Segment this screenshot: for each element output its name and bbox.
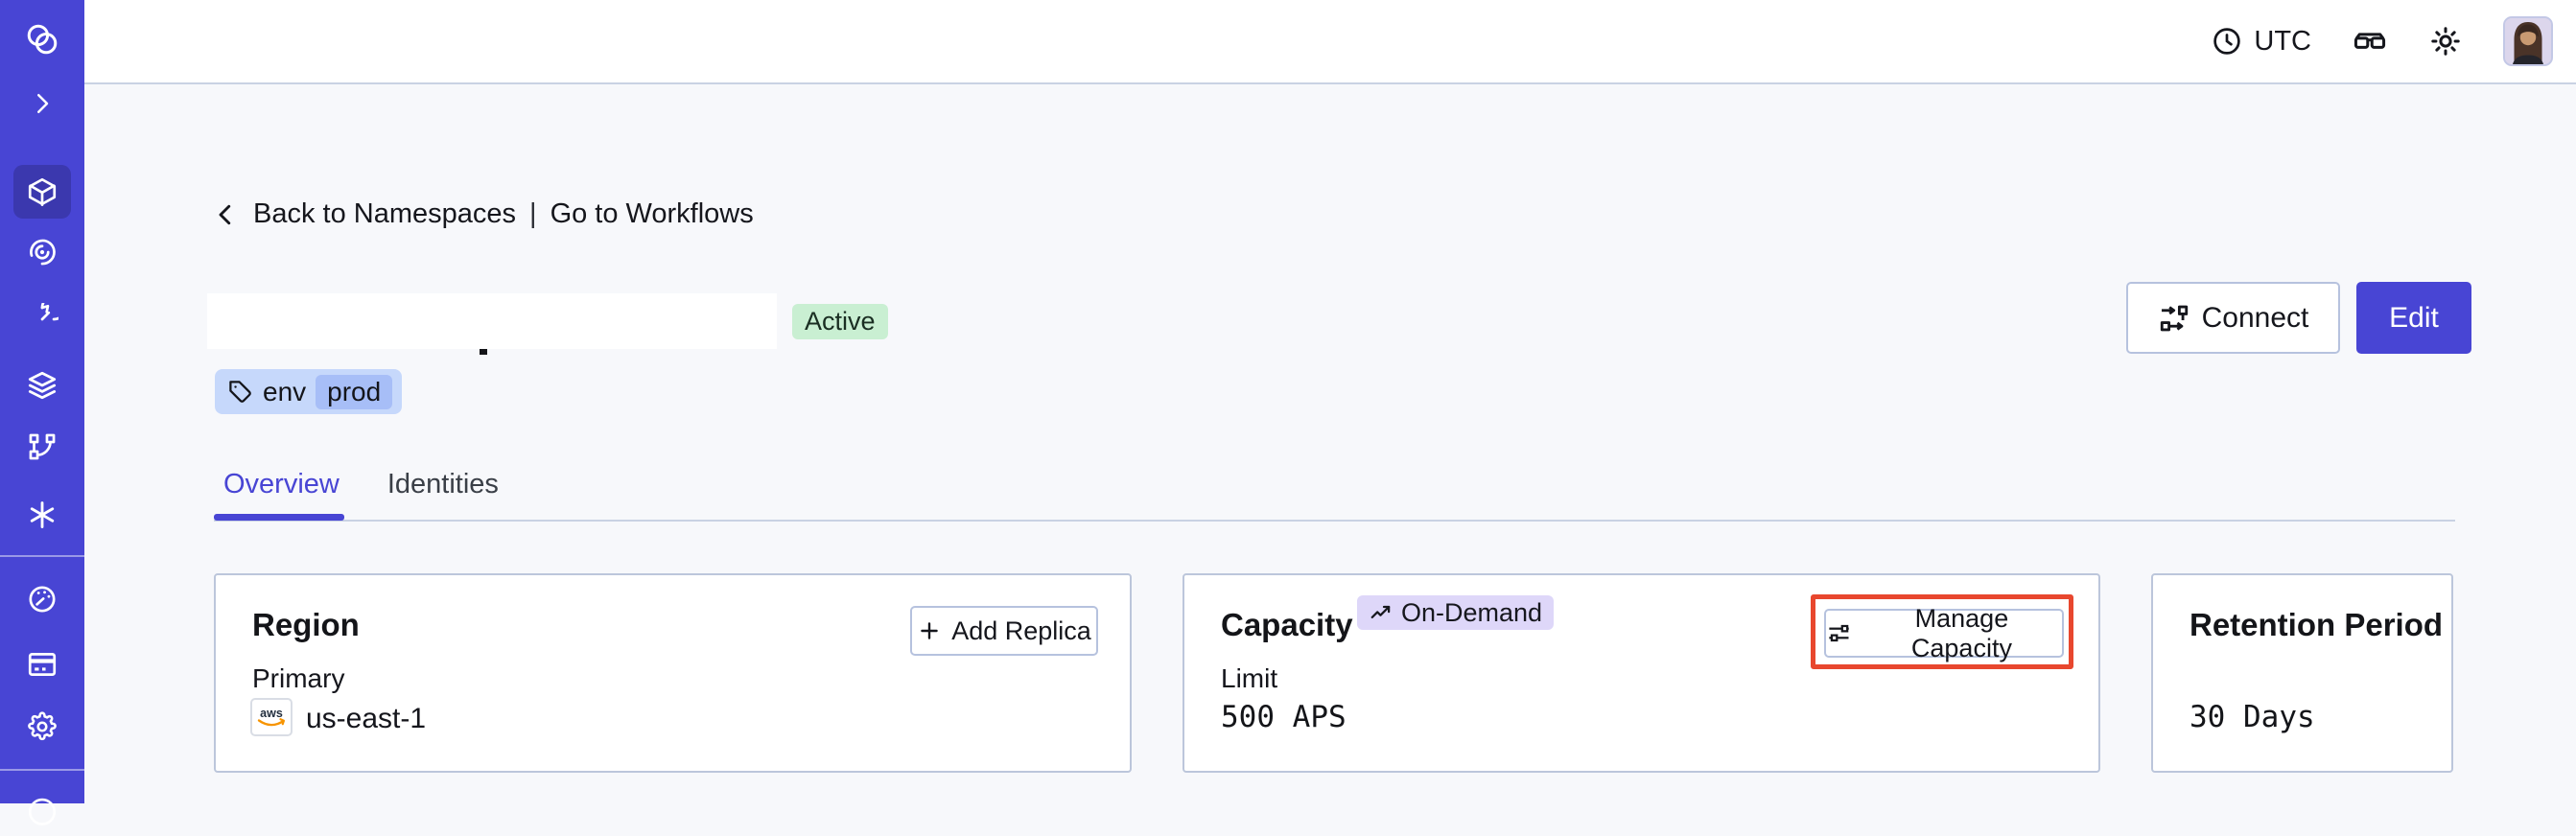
timezone-selector[interactable]: UTC (2211, 25, 2311, 58)
user-avatar[interactable] (2503, 16, 2553, 66)
capacity-card-title: Capacity (1221, 607, 1353, 642)
breadcrumb: Back to Namespaces | Go to Workflows (211, 198, 754, 230)
on-demand-badge: On-Demand (1357, 595, 1555, 630)
namespace-tag[interactable]: env prod (215, 369, 403, 414)
back-to-namespaces-link[interactable]: Back to Namespaces (211, 198, 516, 230)
temporal-logo-icon[interactable] (0, 12, 84, 66)
tab-overview[interactable]: Overview (223, 469, 340, 499)
capacity-value: 500 APS (1221, 700, 1347, 734)
connect-button[interactable]: Connect (2126, 282, 2340, 354)
redacted-text-remnant (480, 349, 487, 355)
add-replica-button[interactable]: Add Replica (910, 606, 1098, 656)
tab-bar-border (214, 520, 2455, 522)
workflows-link-label: Go to Workflows (550, 198, 754, 229)
tag-key: env (263, 376, 307, 406)
region-card: Region Add Replica Primary aws us-east-1 (214, 573, 1132, 773)
chevron-left-icon (219, 204, 231, 224)
namespace-actions: Connect Edit (2126, 282, 2471, 354)
add-replica-label: Add Replica (951, 615, 1091, 645)
region-card-title: Region (252, 607, 360, 642)
on-demand-label: On-Demand (1401, 597, 1543, 627)
sidebar-item-schedules[interactable] (0, 292, 84, 346)
sidebar-item-billing[interactable] (0, 638, 84, 691)
sidebar-item-nexus[interactable] (0, 488, 84, 542)
brightness-icon[interactable] (2428, 24, 2463, 58)
region-value: us-east-1 (306, 703, 427, 734)
sidebar-item-monitor[interactable] (0, 225, 84, 279)
capacity-card: Capacity On-Demand Limit 500 APS Manage … (1183, 573, 2100, 773)
back-link-label: Back to Namespaces (253, 198, 517, 229)
retention-card: Retention Period 30 Days (2151, 573, 2453, 773)
tab-identities[interactable]: Identities (386, 469, 499, 499)
sidebar-divider (0, 769, 84, 771)
timezone-label: UTC (2254, 25, 2311, 57)
tag-icon (229, 381, 251, 403)
breadcrumb-separator: | (529, 198, 537, 229)
sliders-icon (1829, 624, 1849, 642)
manage-capacity-label: Manage Capacity (1910, 603, 2012, 662)
tag-value-chip: prod (316, 374, 393, 409)
glasses-icon[interactable] (2352, 23, 2388, 59)
sidebar-item-settings[interactable] (0, 700, 84, 754)
connect-label: Connect (2201, 301, 2309, 334)
clock-icon (2213, 28, 2241, 55)
tab-bar: Overview Identities (214, 469, 508, 500)
plus-icon (921, 622, 938, 639)
manage-capacity-button[interactable]: Manage Capacity (1824, 604, 2064, 662)
sidebar-item-namespaces[interactable] (0, 165, 84, 219)
top-bar: UTC (84, 0, 2576, 84)
aws-label: aws (260, 707, 283, 720)
edit-button[interactable]: Edit (2356, 282, 2471, 354)
region-field-label: Primary (252, 663, 345, 693)
sidebar-item-account[interactable] (0, 782, 84, 836)
go-to-workflows-link[interactable]: Go to Workflows (550, 198, 754, 230)
sidebar-item-usage[interactable] (0, 572, 84, 626)
connect-icon (2160, 305, 2188, 331)
capacity-field-label: Limit (1221, 663, 1278, 693)
sidebar-item-deployments[interactable] (0, 359, 84, 412)
namespace-name-redacted (207, 293, 777, 349)
sidebar-expand-chevron-icon[interactable] (0, 77, 84, 130)
aws-provider-icon: aws (250, 698, 293, 736)
status-badge: Active (792, 304, 888, 339)
retention-value: 30 Days (2190, 700, 2315, 734)
sidebar-item-batch-operations[interactable] (0, 420, 84, 474)
sidebar (0, 0, 84, 825)
retention-card-title: Retention Period (2190, 607, 2444, 642)
active-tab-underline (214, 514, 344, 521)
trending-up-icon (1370, 605, 1391, 619)
sidebar-divider (0, 555, 84, 557)
